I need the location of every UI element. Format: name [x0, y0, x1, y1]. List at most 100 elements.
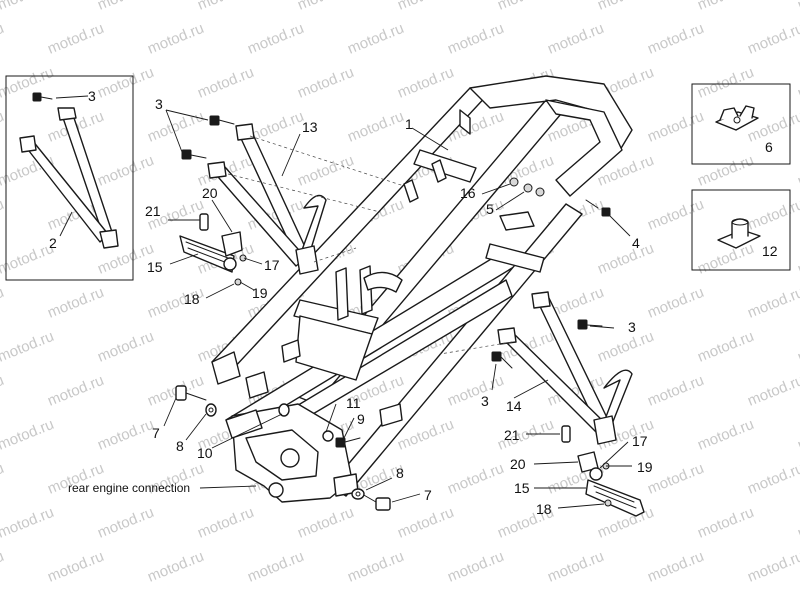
callout-1: 1	[405, 116, 413, 132]
watermark-text: motod.ru	[545, 548, 606, 586]
watermark-text: motod.ru	[395, 0, 456, 14]
callout-3-lower: 3	[481, 393, 489, 409]
watermark-text: motod.ru	[195, 0, 256, 14]
callout-13: 13	[302, 119, 318, 135]
callout-19-right: 19	[637, 459, 653, 475]
watermark-text: motod.ru	[195, 64, 256, 102]
watermark-text: motod.ru	[445, 460, 506, 498]
watermark-text: motod.ru	[645, 372, 706, 410]
watermark-text: motod.ru	[195, 504, 256, 542]
watermark-text: motod.ru	[145, 108, 206, 146]
watermark-text: motod.ru	[95, 64, 156, 102]
callout-21-left: 21	[145, 203, 161, 219]
callout-18-left: 18	[184, 291, 200, 307]
callout-18-right: 18	[536, 501, 552, 517]
watermark-text: motod.ru	[345, 20, 406, 58]
watermark-text: motod.ru	[695, 64, 756, 102]
watermark-text: motod.ru	[695, 240, 756, 278]
watermark-text: motod.ru	[645, 108, 706, 146]
callout-17-left: 17	[264, 257, 280, 273]
watermark-text: motod.ru	[795, 0, 800, 14]
watermark-text: motod.ru	[795, 240, 800, 278]
watermark-text: motod.ru	[695, 416, 756, 454]
footpeg-assembly-left	[179, 213, 247, 286]
watermark-text: motod.ru	[745, 460, 800, 498]
watermark-text: motod.ru	[395, 504, 456, 542]
watermark-text: motod.ru	[695, 152, 756, 190]
callout-20-left: 20	[202, 185, 218, 201]
rear-engine-connection-label: rear engine connection	[68, 481, 190, 495]
watermark-text: motod.ru	[645, 548, 706, 586]
callout-16: 16	[460, 185, 476, 201]
watermark-text: motod.ru	[295, 0, 356, 14]
callout-6: 6	[765, 139, 773, 155]
inset-box-left	[5, 75, 134, 281]
callout-10: 10	[197, 445, 213, 461]
callout-7-left: 7	[152, 425, 160, 441]
watermark-text: motod.ru	[295, 504, 356, 542]
watermark-text: motod.ru	[595, 328, 656, 366]
footrest-bracket-part-14	[497, 291, 633, 445]
alignment-lines	[227, 135, 513, 355]
watermark-text: motod.ru	[295, 64, 356, 102]
watermark-text: motod.ru	[0, 20, 6, 58]
callout-21-right: 21	[504, 427, 520, 443]
callout-5: 5	[486, 201, 494, 217]
watermark-text: motod.ru	[745, 196, 800, 234]
callout-15-right: 15	[514, 480, 530, 496]
inset-box-nut-6	[691, 83, 791, 165]
watermark-text: motod.ru	[245, 548, 306, 586]
watermark-text: motod.ru	[0, 460, 6, 498]
watermark-text: motod.ru	[295, 152, 356, 190]
watermark-text: motod.ru	[0, 0, 56, 14]
callout-12: 12	[762, 243, 778, 259]
watermark-text: motod.ru	[0, 240, 56, 278]
watermark-text: motod.ru	[645, 20, 706, 58]
watermark-text: motod.ru	[145, 20, 206, 58]
callout-20-right: 20	[510, 456, 526, 472]
watermark-text: motod.ru	[0, 328, 56, 366]
watermark-text: motod.ru	[0, 416, 56, 454]
callout-2: 2	[49, 235, 57, 251]
watermark-text: motod.ru	[245, 20, 306, 58]
watermark-text: motod.ru	[795, 64, 800, 102]
watermark-text: motod.ru	[95, 0, 156, 14]
watermark-text: motod.ru	[645, 460, 706, 498]
callout-3-right: 3	[628, 319, 636, 335]
footrest-bracket-part-13	[207, 123, 327, 275]
watermark-text: motod.ru	[745, 372, 800, 410]
hardware-parts	[175, 115, 611, 511]
watermark-text: motod.ru	[95, 328, 156, 366]
watermark-text: motod.ru	[695, 0, 756, 14]
watermark-text: motod.ru	[695, 328, 756, 366]
bracket-part-2	[19, 107, 119, 249]
watermark-text: motod.ru	[45, 372, 106, 410]
callout-3-inset: 3	[88, 88, 96, 104]
leader-lines	[55, 95, 632, 509]
callout-14: 14	[506, 398, 522, 414]
watermark-text: motod.ru	[445, 20, 506, 58]
watermark-text: motod.ru	[545, 20, 606, 58]
callout-17-right: 17	[632, 433, 648, 449]
callout-11: 11	[346, 395, 361, 411]
watermark-text: motod.ru	[45, 20, 106, 58]
watermark-text: motod.ru	[95, 152, 156, 190]
callout-15-left: 15	[147, 259, 163, 275]
callout-8-left: 8	[176, 438, 184, 454]
callout-9: 9	[357, 411, 365, 427]
inset-box-nut-12	[691, 189, 791, 271]
watermark-text: motod.ru	[445, 372, 506, 410]
callout-7-right: 7	[424, 487, 432, 503]
watermark-text: motod.ru	[745, 548, 800, 586]
watermark-text: motod.ru	[495, 0, 556, 14]
watermark-text: motod.ru	[795, 328, 800, 366]
watermark-text: motod.ru	[45, 548, 106, 586]
watermark-text: motod.ru	[595, 240, 656, 278]
watermark-text: motod.ru	[45, 284, 106, 322]
watermark-text: motod.ru	[595, 0, 656, 14]
callout-19-left: 19	[252, 285, 268, 301]
footpeg-assembly-right	[561, 425, 645, 517]
watermark-text: motod.ru	[445, 548, 506, 586]
callout-8-right: 8	[396, 465, 404, 481]
